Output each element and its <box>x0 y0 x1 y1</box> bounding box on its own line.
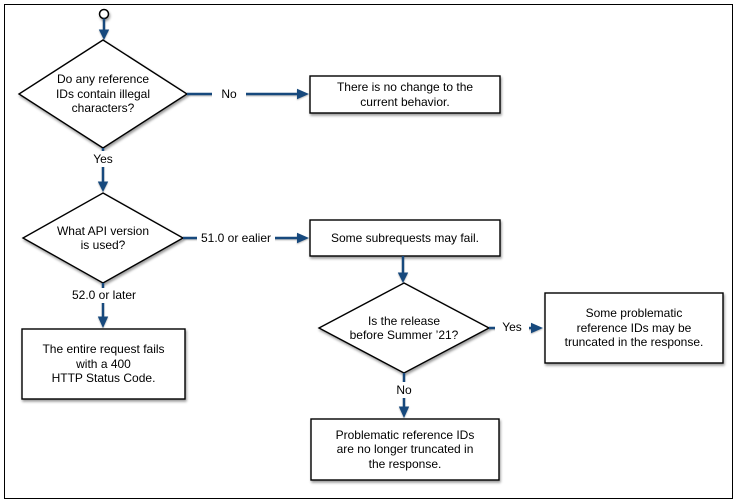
edge-label-illegal-yes: Yes <box>86 151 120 167</box>
diagram-border <box>4 4 733 499</box>
connector-start-to-decision1 <box>98 18 110 40</box>
decision-illegal-chars-text: Do any reference IDs contain illegal cha… <box>55 72 151 116</box>
outcome-no-change-text: There is no change to the current behavi… <box>336 80 474 109</box>
edge-label-release-yes: Yes <box>495 320 529 335</box>
edge-label-version-52-or-later: 52.0 or later <box>65 288 143 303</box>
connector-subrequests-to-decision3 <box>397 256 409 283</box>
decision-release-text: Is the release before Summer ’21? <box>349 313 459 343</box>
outcome-subrequests-fail-shape <box>309 219 501 257</box>
outcome-not-truncated-text: Problematic reference IDs are no longer … <box>335 427 475 471</box>
connector-decision1-no <box>187 88 309 100</box>
edge-label-illegal-no: No <box>212 87 246 102</box>
outcome-request-fails-shape <box>21 328 186 400</box>
outcome-not-truncated-shape <box>310 418 500 481</box>
start-node <box>98 8 110 20</box>
outcome-no-change-shape <box>309 75 501 114</box>
outcome-truncated-text: Some problematic reference IDs may be tr… <box>564 306 704 350</box>
decision-api-version-text: What API version is used? <box>56 223 150 253</box>
edge-label-release-no: No <box>387 382 421 398</box>
outcome-truncated-shape <box>544 292 724 364</box>
outcome-request-fails-text: The entire request fails with a 400 HTTP… <box>42 342 165 386</box>
outcome-subrequests-fail-text: Some subrequests may fail. <box>330 230 480 245</box>
edge-label-version-51-or-earlier: 51.0 or ealier <box>197 231 275 246</box>
